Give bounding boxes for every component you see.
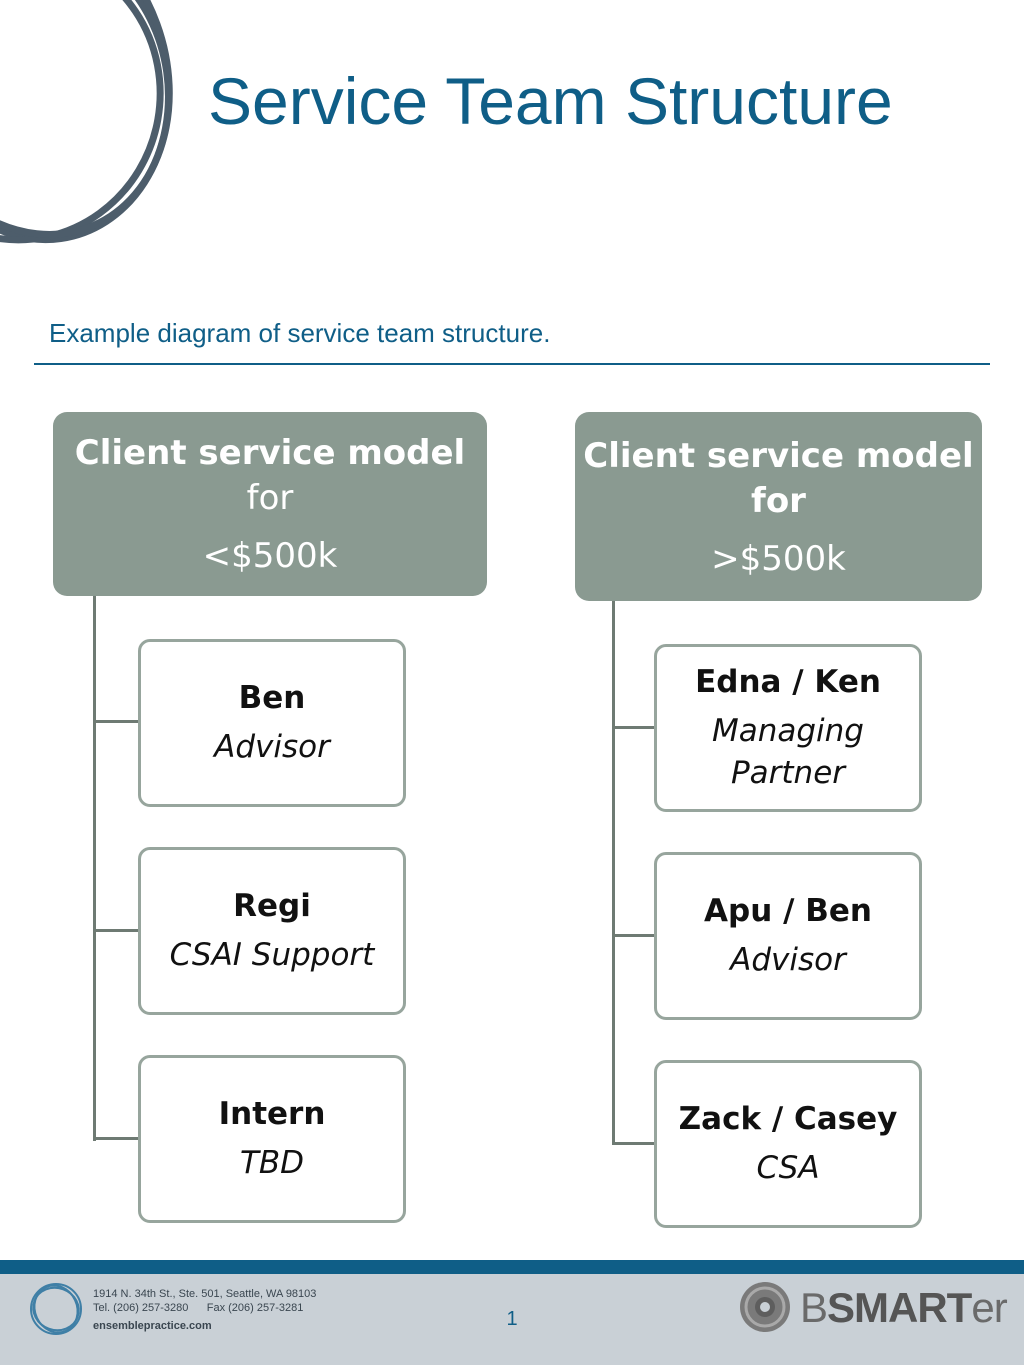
left-branch-connector: [93, 1137, 139, 1140]
right-group-header: Client service model for >$500k: [575, 412, 982, 601]
title-divider: [34, 363, 990, 365]
member-role: Advisor: [214, 729, 330, 765]
member-name: Edna / Ken: [695, 664, 881, 700]
team-member-box: Intern TBD: [138, 1055, 406, 1223]
brand-wordmark: BSMARTer: [800, 1284, 1008, 1332]
left-branch-connector: [93, 929, 139, 932]
page-number: 1: [506, 1308, 518, 1330]
footer-website: ensemblepractice.com: [93, 1320, 212, 1332]
footer-stripe: [0, 1260, 1024, 1274]
left-header-line2: for: [246, 478, 294, 518]
brand-suffix: er: [971, 1284, 1007, 1331]
right-tree-trunk: [612, 601, 615, 1145]
footer-address-line1: 1914 N. 34th St., Ste. 501, Seattle, WA …: [93, 1288, 317, 1300]
right-header-line1: Client service model: [583, 435, 974, 476]
left-header-line3: <$500k: [202, 536, 338, 576]
member-name: Ben: [238, 680, 306, 716]
member-name: Intern: [218, 1096, 326, 1132]
member-name: Apu / Ben: [704, 893, 872, 929]
team-member-box: Regi CSAI Support: [138, 847, 406, 1015]
left-group-header: Client service model for <$500k: [53, 412, 487, 596]
team-member-box: Ben Advisor: [138, 639, 406, 807]
rings-logo-icon: [0, 0, 173, 244]
member-name: Regi: [233, 888, 311, 924]
right-branch-connector: [612, 1142, 655, 1145]
footer-bar: [0, 1274, 1024, 1365]
left-tree-trunk: [93, 596, 96, 1141]
member-role: TBD: [239, 1145, 305, 1181]
ensemble-logo-icon: [30, 1283, 82, 1335]
footer-address: 1914 N. 34th St., Ste. 501, Seattle, WA …: [93, 1287, 316, 1315]
bsmarter-logo-icon: [740, 1282, 790, 1332]
footer-address-line2: Tel. (206) 257-3280 Fax (206) 257-3281: [93, 1302, 304, 1314]
page-subtitle: Example diagram of service team structur…: [49, 318, 551, 348]
member-role: Managing Partner: [711, 713, 864, 791]
left-branch-connector: [93, 720, 139, 723]
team-member-box: Zack / Casey CSA: [654, 1060, 922, 1228]
member-role: CSA: [756, 1150, 820, 1186]
brand-prefix: B: [800, 1284, 828, 1331]
right-header-line2: for: [751, 480, 806, 521]
team-member-box: Edna / Ken Managing Partner: [654, 644, 922, 812]
right-header-line3: >$500k: [711, 538, 846, 579]
member-role: Advisor: [730, 942, 846, 978]
brand-strong: SMART: [827, 1284, 972, 1331]
member-role: CSAI Support: [169, 937, 375, 973]
right-branch-connector: [612, 726, 655, 729]
team-member-box: Apu / Ben Advisor: [654, 852, 922, 1020]
left-header-line1: Client service model: [74, 433, 466, 473]
right-branch-connector: [612, 934, 655, 937]
member-name: Zack / Casey: [678, 1101, 898, 1137]
page-title: Service Team Structure: [208, 64, 893, 138]
